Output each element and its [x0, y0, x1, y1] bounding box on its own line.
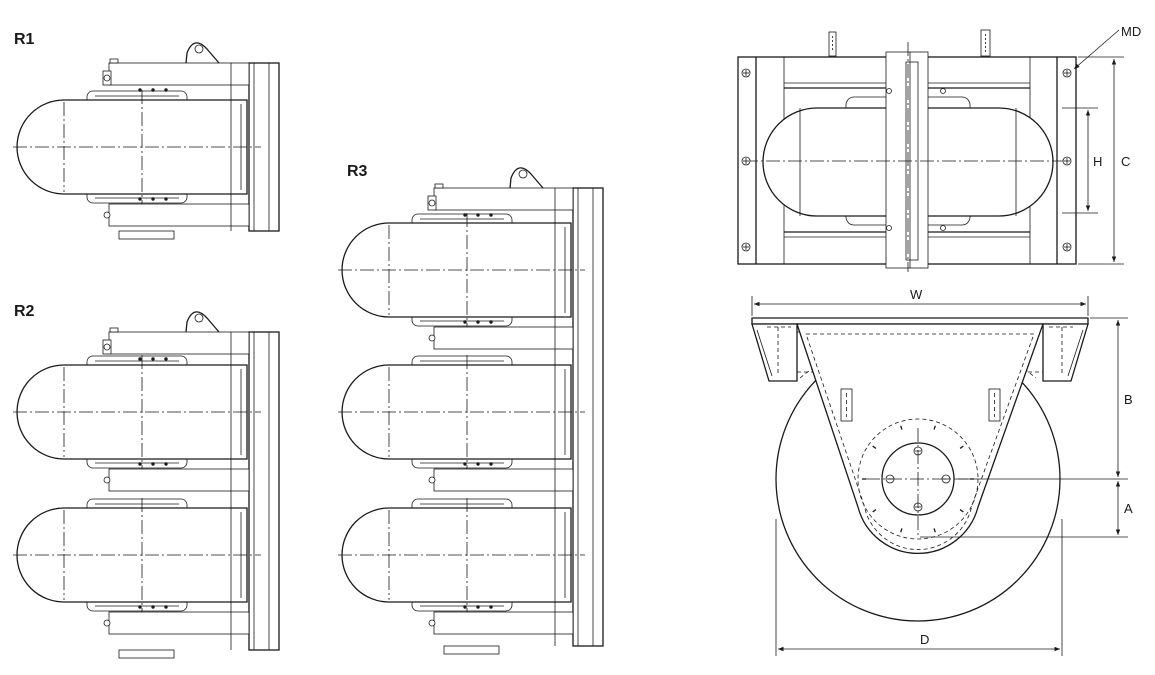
side-view-r2 [13, 311, 280, 659]
side-view-r1 [13, 42, 280, 240]
label-r1: R1 [14, 31, 35, 48]
label-c: C [1121, 154, 1130, 169]
label-r3: R3 [347, 163, 368, 180]
top-view: MD H C [737, 24, 1141, 272]
label-w: W [910, 287, 923, 302]
label-b: B [1124, 392, 1133, 407]
label-a: A [1124, 501, 1133, 516]
side-view-r3 [338, 167, 604, 655]
front-view: W B A D [751, 287, 1133, 656]
label-h: H [1093, 154, 1102, 169]
fork-plate [796, 323, 1044, 554]
label-r2: R2 [14, 303, 35, 320]
label-md: MD [1121, 24, 1141, 39]
label-d: D [920, 632, 929, 647]
